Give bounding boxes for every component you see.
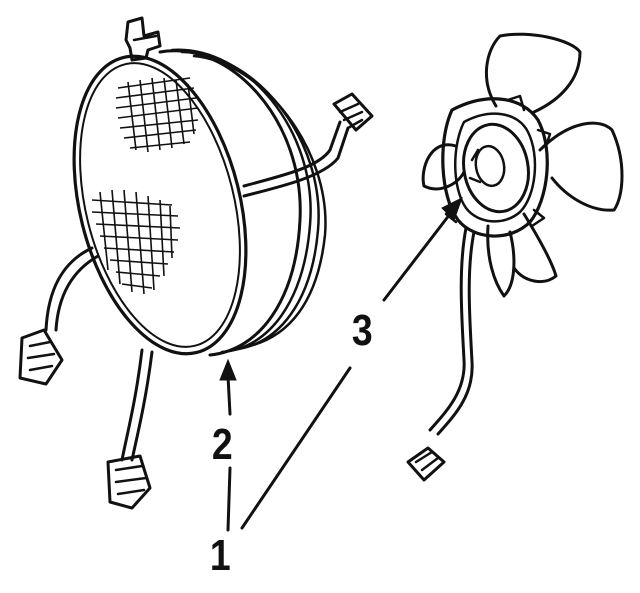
callout-number-1: 1 — [209, 531, 231, 580]
arrowhead-2 — [219, 358, 237, 381]
arrowhead-3 — [441, 196, 463, 221]
fan-shroud-assembly — [18, 16, 374, 510]
shroud-hatching-upper — [115, 77, 199, 153]
shroud-hatching-lower — [91, 189, 181, 295]
fan-motor-assembly — [406, 32, 624, 482]
callout-leaders — [219, 196, 463, 532]
callout-number-3: 3 — [351, 306, 373, 355]
callout-number-2: 2 — [211, 420, 233, 469]
